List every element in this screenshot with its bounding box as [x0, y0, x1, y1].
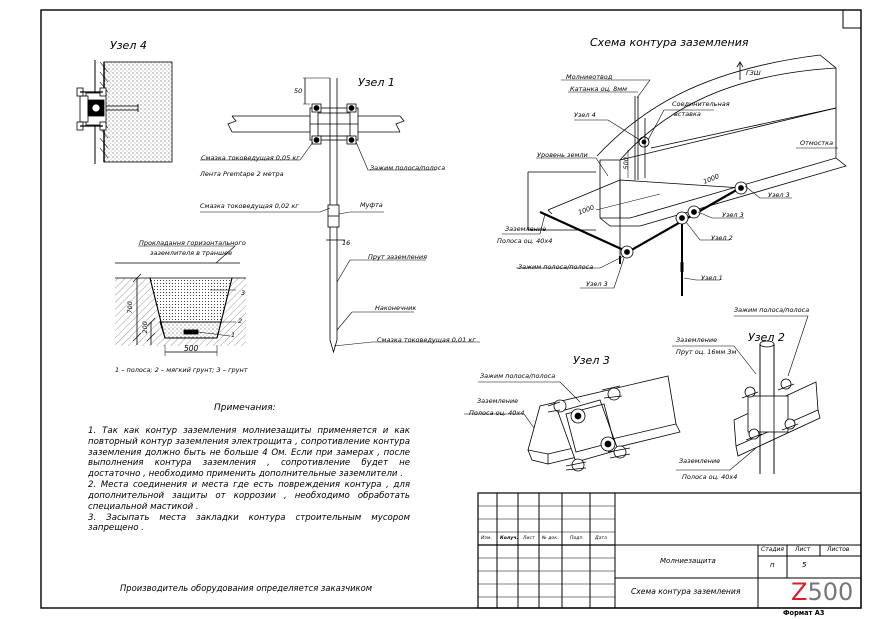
scheme-clamp: Зажим полоса/полоса	[518, 263, 594, 271]
node2-earth1-1: Заземление	[676, 336, 718, 344]
logo-number: 500	[807, 578, 854, 606]
node2-earth2-1: Заземление	[679, 457, 721, 465]
scheme-insert-2: вставка	[674, 110, 701, 118]
notes-title: Примечания:	[214, 403, 276, 413]
node1-dim-50: 50	[294, 87, 303, 95]
tb-list-value: 5	[802, 561, 807, 569]
note-item: 2. Места соединения и места где есть пов…	[88, 480, 410, 512]
tb-col-kol: Колуч.	[500, 536, 519, 541]
node1-grease2: Смазка токоведущая 0,02 кг	[200, 202, 299, 210]
notes-list: 1. Так как контур заземления молниезащит…	[88, 426, 410, 534]
tb-lists-header: Листов	[827, 546, 850, 553]
node1-grease3: Смазка токоведущая 0,01 кг	[377, 336, 476, 344]
tb-col-list: Лист	[523, 536, 535, 541]
scheme-lightning-2: Катанка оц. 8мм	[570, 85, 628, 93]
node3-earth-2: Полоса оц. 40х4	[469, 409, 525, 417]
node1-coupling: Муфта	[360, 201, 383, 209]
tb-stage-header: Стадия	[761, 546, 785, 553]
trench-dim-200: 200	[140, 321, 149, 334]
scheme-ground-level: Уровень земли	[537, 151, 588, 159]
trench-dim-700: 700	[125, 301, 134, 314]
node4-title: Узел 4	[110, 39, 147, 52]
tb-project: Молниезащита	[660, 557, 716, 565]
scheme-uzel1: Узел 1	[701, 274, 723, 282]
scheme-lightning-1: Молниеотвод	[566, 73, 613, 81]
sheet-format: Формат А3	[783, 609, 825, 617]
node3-earth-1: Заземление	[477, 397, 519, 405]
company-logo: Z500	[791, 578, 853, 606]
trench-num-1: 1	[231, 331, 236, 339]
scheme-otmostka: Отмостка	[800, 139, 834, 147]
tb-list-header: Лист	[795, 546, 811, 553]
scheme-insert-1: Соединительная	[672, 100, 730, 108]
node3-title: Узел 3	[573, 354, 610, 367]
note-item: 3. Засыпать места закладки контура строи…	[88, 512, 410, 534]
node1-clamp: Зажим полоса/полоса	[370, 164, 446, 172]
node1-tip: Наконечник	[375, 304, 417, 312]
trench-num-3: 3	[241, 289, 246, 297]
tb-col-ndoc: № док.	[542, 536, 559, 541]
scheme-uzel3b: Узел 3	[722, 211, 744, 219]
sheet-frame	[40, 9, 862, 609]
scheme-title: Схема контура заземления	[590, 36, 749, 49]
trench-title-2: заземлителя в траншее	[150, 249, 233, 257]
tb-col-izm: Изм.	[481, 536, 492, 541]
scheme-dim-500: 500	[621, 157, 630, 170]
node2-drawing	[672, 315, 821, 474]
node2-earth2-2: Полоса оц. 40х4	[682, 473, 738, 481]
node1-tape: Лента Premtape 2 метра	[200, 170, 284, 178]
tb-col-data: Дата	[595, 536, 607, 541]
grounding-scheme	[502, 54, 847, 296]
node1-grease1: Смазка токоведущая 0,05 кг	[201, 154, 300, 162]
scheme-uzel3c: Узел 3	[586, 280, 608, 288]
node1-dim-16: 16	[342, 239, 351, 247]
scheme-uzel4: Узел 4	[574, 111, 596, 119]
scheme-earth-1: Заземление	[505, 225, 547, 233]
node3-drawing	[464, 375, 681, 472]
node2-title: Узел 2	[748, 331, 785, 344]
note-item: 1. Так как контур заземления молниезащит…	[88, 426, 410, 480]
tb-col-podp: Подп.	[570, 536, 584, 541]
title-block	[477, 492, 862, 609]
trench-dim-500: 500	[184, 344, 199, 353]
node3-clamp: Зажим полоса/полоса	[480, 372, 556, 380]
scheme-uzel3a: Узел 3	[768, 191, 790, 199]
trench-section	[115, 245, 246, 356]
logo-z: Z	[791, 578, 808, 606]
node4-drawing	[76, 60, 173, 164]
scheme-gzsh: ГЗШ	[746, 69, 761, 77]
node1-drawing	[200, 77, 480, 354]
trench-legend: 1 – полоса; 2 – мягкий грунт; 3 – грунт	[115, 366, 248, 374]
node2-earth1-2: Прут оц. 16мм 3м	[676, 348, 737, 356]
node1-rod: Прут заземления	[368, 253, 428, 261]
node1-title: Узел 1	[358, 76, 395, 89]
tb-stage-value: п	[770, 561, 775, 569]
trench-num-2: 2	[238, 317, 243, 325]
manufacturer-note: Производитель оборудования определяется …	[120, 583, 373, 593]
node2-clamp: Зажим полоса/полоса	[734, 306, 810, 314]
trench-title-1: Прокладання горизонтального	[139, 239, 246, 247]
tb-sheet-name: Схема контура заземления	[631, 587, 741, 596]
scheme-uzel2: Узел 2	[711, 234, 733, 242]
scheme-earth-2: Полоса оц. 40х4	[497, 237, 553, 245]
